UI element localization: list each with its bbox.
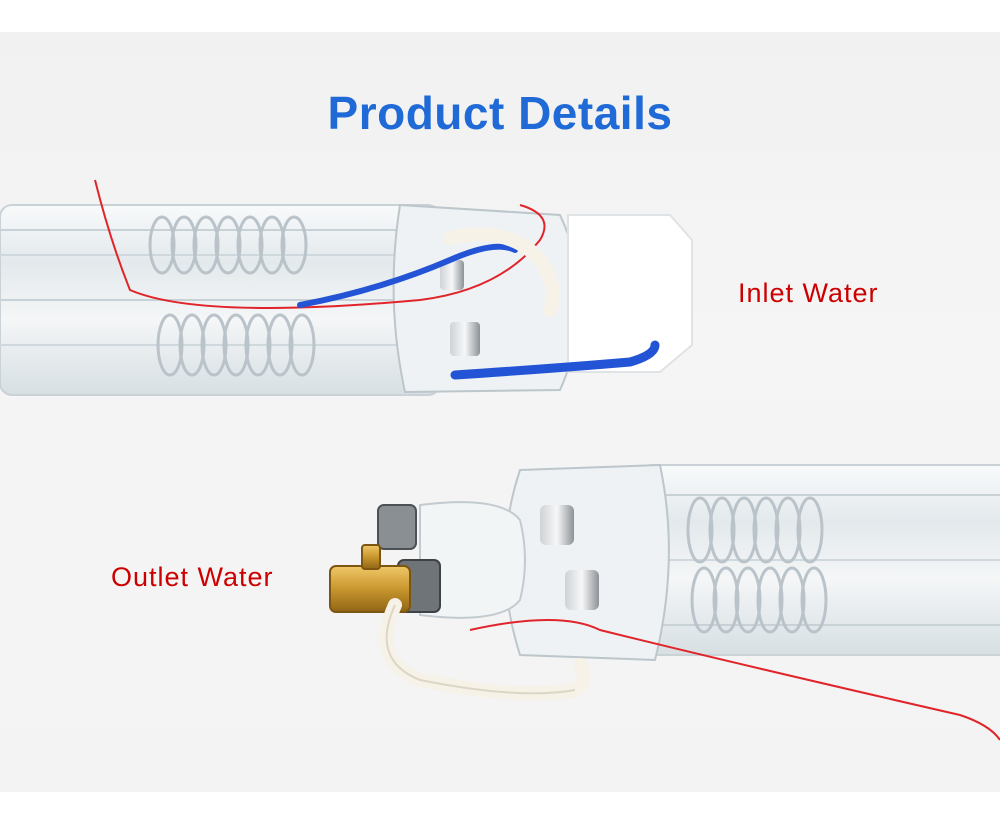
photo-background (0, 32, 1000, 792)
lower-glass-neck (419, 501, 526, 619)
lower-laser-tube (329, 463, 1000, 741)
lower-end-cap (504, 463, 670, 662)
lower-electrode (565, 570, 599, 610)
upper-electrode (440, 260, 464, 290)
upper-laser-tube (0, 179, 693, 396)
upper-red-wire (94, 179, 546, 309)
upper-blue-tube (297, 243, 518, 308)
page-title: Product Details (327, 87, 673, 139)
lower-red-wire (469, 619, 1000, 741)
inlet-water-label: Inlet Water (738, 278, 879, 308)
upper-white-hose (443, 227, 561, 317)
upper-cooling-coil (148, 215, 316, 377)
lower-electrode (540, 505, 574, 545)
lower-white-hose-edge (385, 604, 576, 695)
lower-cooling-coil (686, 496, 828, 634)
outlet-water-label: Outlet Water (111, 562, 274, 592)
upper-blue-tube (450, 340, 660, 380)
brass-connector-tip (361, 544, 381, 570)
metal-fitting (377, 504, 417, 550)
upper-electrode (450, 322, 480, 356)
upper-white-label (567, 214, 693, 373)
